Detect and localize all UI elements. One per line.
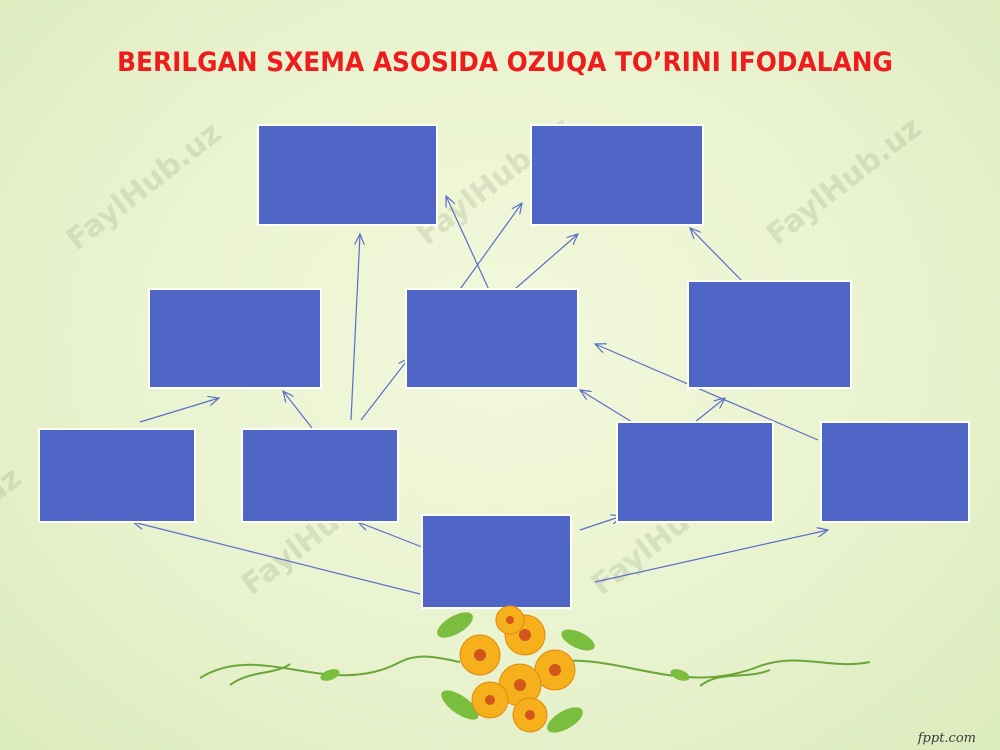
arrow: [457, 203, 522, 293]
diagram-box-low-4: [820, 421, 970, 523]
arrow: [358, 522, 423, 548]
arrow: [594, 530, 828, 583]
flower-decoration: [199, 605, 871, 733]
arrow: [133, 522, 421, 595]
slide-title: BERILGAN SXEMA ASOSIDA OZUQA TO’RINI IFO…: [117, 47, 893, 78]
arrow: [514, 234, 578, 290]
arrow: [579, 516, 622, 531]
diagram-box-low-1: [38, 428, 196, 523]
arrow: [283, 391, 313, 429]
diagram-box-bottom: [421, 514, 572, 609]
arrow: [690, 228, 744, 283]
diagram-box-mid-right: [687, 280, 852, 389]
diagram-box-top-right: [530, 124, 704, 226]
arrow: [580, 390, 633, 423]
diagram-box-mid-left: [148, 288, 322, 389]
arrow: [595, 344, 819, 441]
diagram-box-low-3: [616, 421, 774, 523]
arrow: [360, 358, 409, 421]
arrow: [446, 196, 491, 293]
arrow: [694, 398, 725, 423]
arrow: [350, 234, 360, 421]
credit-text: fppt.com: [917, 731, 976, 746]
arrow: [139, 398, 219, 423]
diagram-box-low-2: [241, 428, 399, 523]
diagram-box-mid-center: [405, 288, 579, 389]
diagram-box-top-left: [257, 124, 438, 226]
